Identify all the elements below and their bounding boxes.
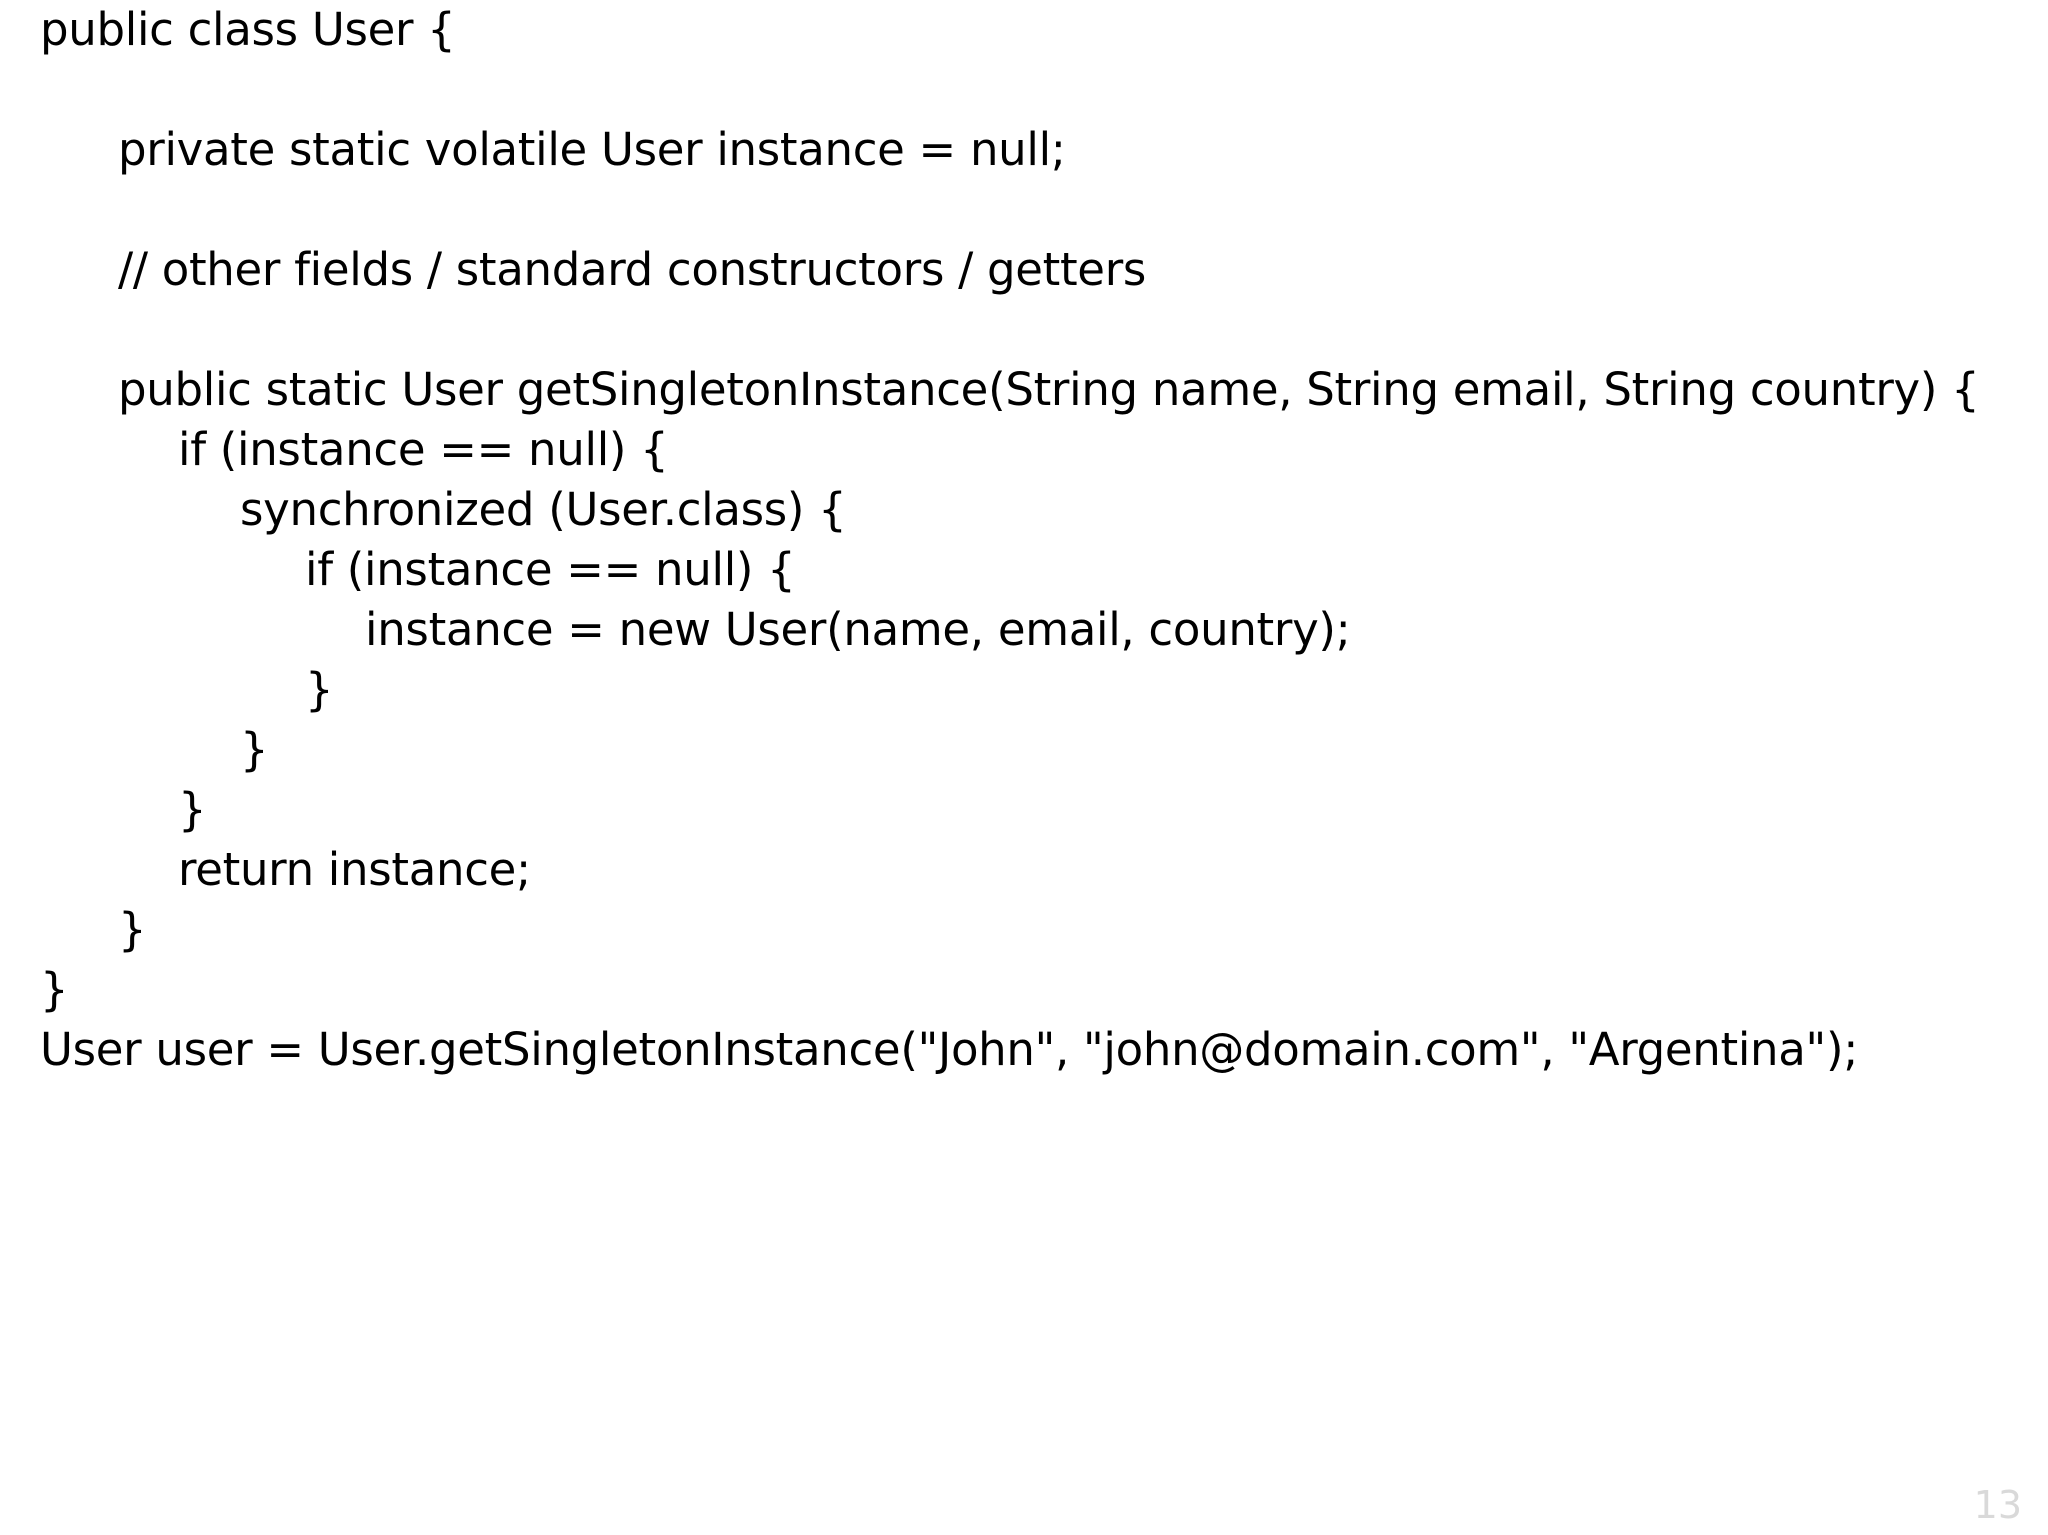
code-line-method-signature: public static User getSingletonInstance(…	[118, 363, 1980, 416]
code-line-close-brace: }	[240, 723, 269, 776]
code-line-close-brace: }	[178, 783, 207, 836]
code-line: if (instance == null) {	[305, 543, 796, 596]
code-line: instance = new User(name, email, country…	[365, 603, 1351, 656]
code-line: private static volatile User instance = …	[118, 123, 1066, 176]
code-line: if (instance == null) {	[178, 423, 669, 476]
code-line-close-brace: }	[40, 963, 69, 1016]
code-line: public class User {	[40, 3, 456, 56]
code-line-comment: // other fields / standard constructors …	[118, 243, 1147, 296]
code-line-return: return instance;	[178, 843, 531, 896]
code-line-blank	[40, 180, 2048, 240]
code-line-blank	[40, 60, 2048, 120]
code-line-close-brace: }	[118, 903, 147, 956]
code-line-usage: User user = User.getSingletonInstance("J…	[40, 1023, 1859, 1076]
code-block: public class User { private static volat…	[40, 0, 2048, 1080]
code-line-blank	[40, 300, 2048, 360]
code-line: synchronized (User.class) {	[240, 483, 847, 536]
code-line-close-brace: }	[305, 663, 334, 716]
page-number: 13	[1973, 1483, 2022, 1527]
